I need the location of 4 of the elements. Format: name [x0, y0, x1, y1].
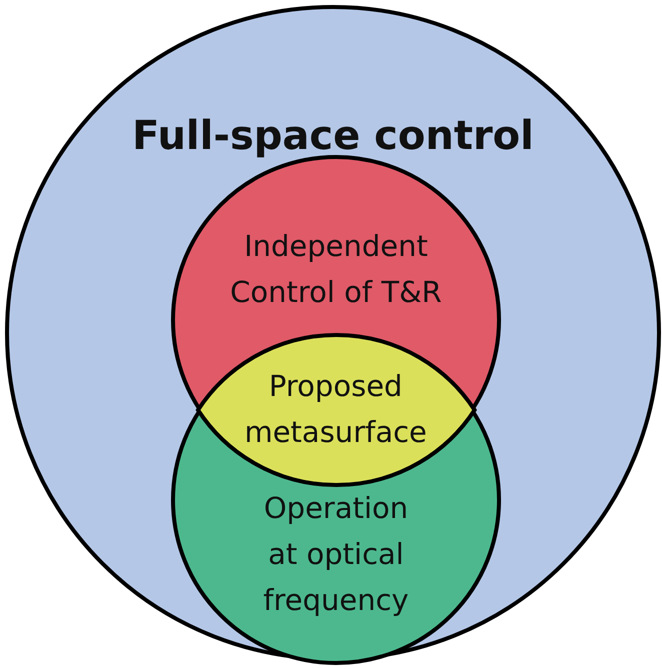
set-label: Independent Control of T&R — [229, 228, 443, 311]
title-label: Full-space control — [131, 113, 535, 159]
set-label: Proposed metasurface — [243, 368, 428, 451]
set-label: Operation at optical frequency — [262, 490, 410, 619]
